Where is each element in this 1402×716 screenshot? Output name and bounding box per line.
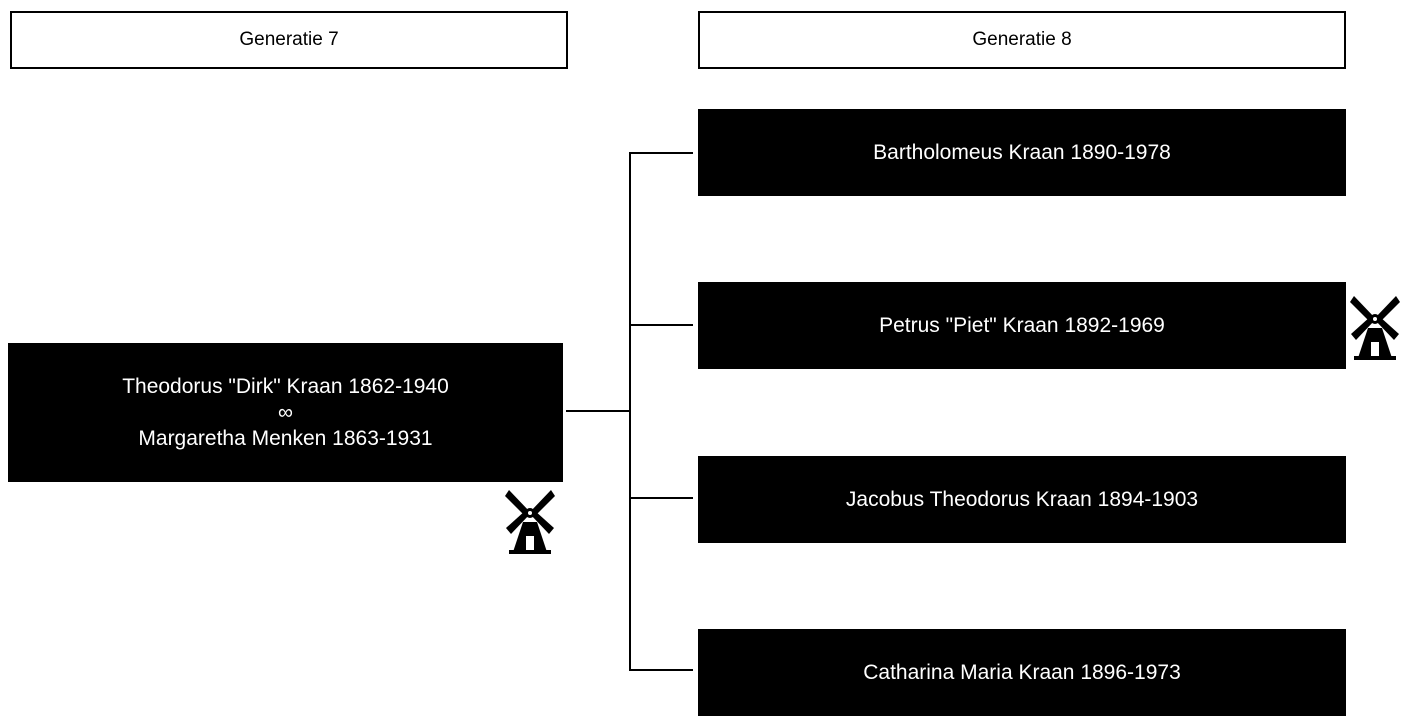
parent-name: Theodorus "Dirk" Kraan 1862-1940 bbox=[122, 374, 449, 398]
child-box-1[interactable]: Bartholomeus Kraan 1890-1978 bbox=[698, 109, 1346, 196]
child-name: Bartholomeus Kraan 1890-1978 bbox=[873, 140, 1171, 164]
marriage-symbol: ∞ bbox=[278, 400, 293, 424]
generation-8-header: Generatie 8 bbox=[698, 11, 1346, 69]
parent-couple-box[interactable]: Theodorus "Dirk" Kraan 1862-1940 ∞ Marga… bbox=[8, 343, 563, 482]
connector-vertical-trunk bbox=[629, 152, 631, 670]
child-box-4[interactable]: Catharina Maria Kraan 1896-1973 bbox=[698, 629, 1346, 716]
spouse-name: Margaretha Menken 1863-1931 bbox=[138, 426, 433, 450]
connector-parent-horizontal bbox=[566, 410, 630, 412]
connector-child-2 bbox=[629, 324, 693, 326]
generation-7-label: Generatie 7 bbox=[239, 29, 339, 50]
child-name: Catharina Maria Kraan 1896-1973 bbox=[863, 660, 1181, 684]
child-name: Jacobus Theodorus Kraan 1894-1903 bbox=[845, 487, 1199, 511]
generation-7-header: Generatie 7 bbox=[10, 11, 568, 69]
child-name: Petrus "Piet" Kraan 1892-1969 bbox=[879, 313, 1165, 337]
windmill-icon bbox=[1350, 296, 1400, 360]
windmill-icon bbox=[505, 490, 555, 554]
generation-8-label: Generatie 8 bbox=[972, 29, 1072, 50]
child-box-2[interactable]: Petrus "Piet" Kraan 1892-1969 bbox=[698, 282, 1346, 369]
connector-child-1 bbox=[629, 152, 693, 154]
connector-child-3 bbox=[629, 497, 693, 499]
connector-child-4 bbox=[629, 669, 693, 671]
child-box-3[interactable]: Jacobus Theodorus Kraan 1894-1903 bbox=[698, 456, 1346, 543]
